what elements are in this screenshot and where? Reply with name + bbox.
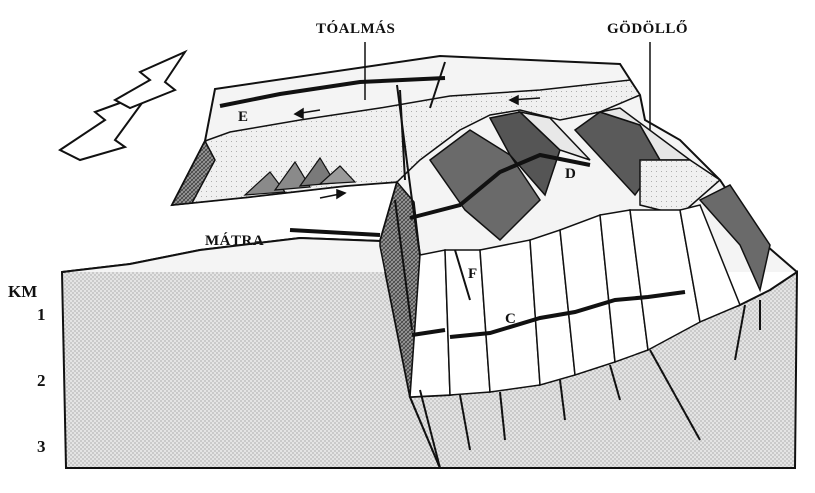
unit-c-label: C <box>505 311 516 327</box>
basin-ridges <box>243 156 357 196</box>
godollo-label: GÖDÖLLŐ <box>607 20 688 37</box>
north-arrow-icon <box>58 49 188 162</box>
depth-tick-1: 1 <box>37 305 46 324</box>
unit-f-label: F <box>468 266 477 282</box>
motion-arrows <box>293 94 541 200</box>
depth-unit-label: KM <box>8 282 37 301</box>
front-section-face <box>60 236 442 469</box>
depth-tick-2: 2 <box>37 371 46 390</box>
depth-tick-3: 3 <box>37 437 46 456</box>
fault-traces <box>394 61 761 469</box>
unit-e-label: E <box>238 109 248 125</box>
fault-slabs <box>409 204 741 398</box>
unit-d-label: D <box>565 166 576 182</box>
matra-label: MÁTRA <box>205 232 264 249</box>
basin-wall-left <box>170 139 216 206</box>
toalmas-label: TÓALMÁS <box>316 20 395 37</box>
marker-beds <box>219 76 686 339</box>
